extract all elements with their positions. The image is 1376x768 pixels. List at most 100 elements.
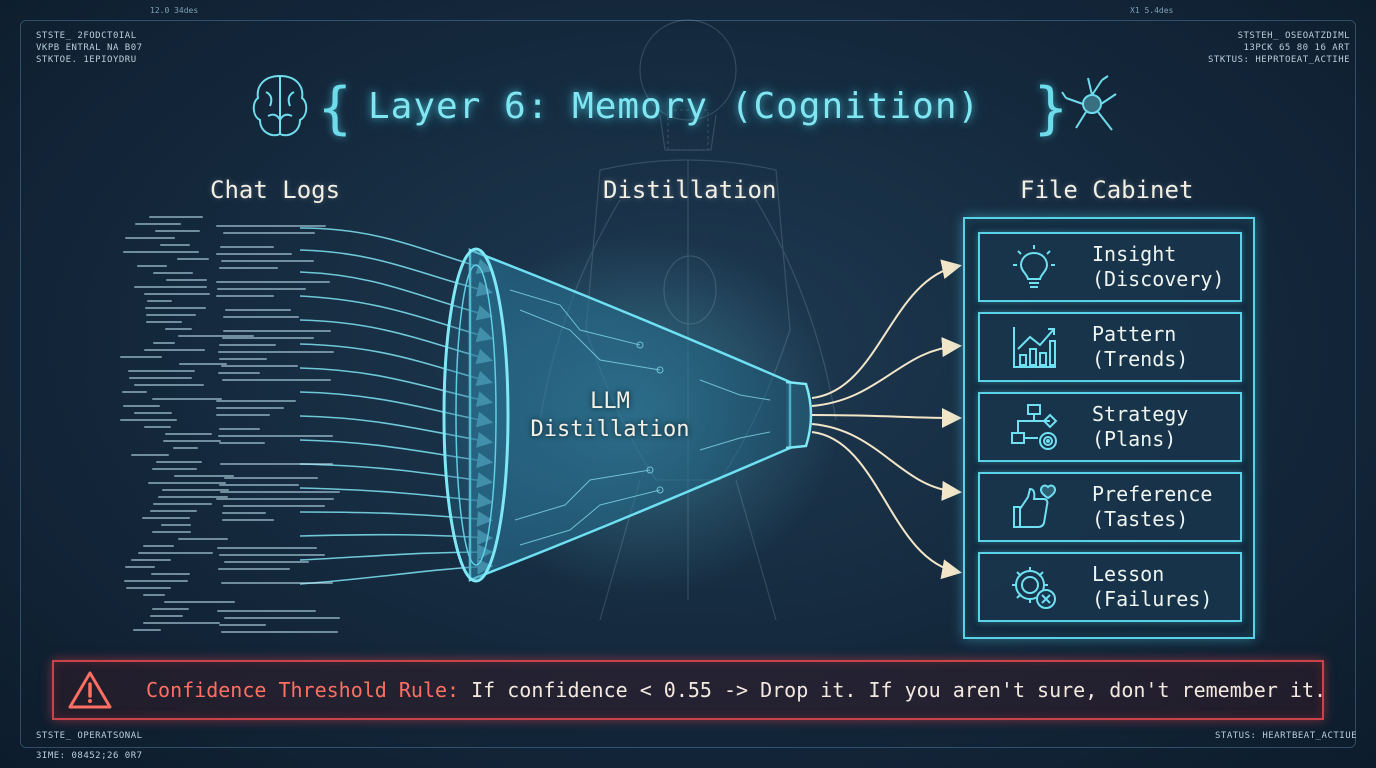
log-line <box>217 610 316 612</box>
log-line <box>217 547 317 549</box>
log-line <box>215 498 334 500</box>
log-line <box>163 601 235 603</box>
log-line <box>215 225 327 227</box>
log-line <box>144 307 206 309</box>
drawer-title: Preference <box>1092 482 1213 506</box>
log-line <box>220 491 340 493</box>
hud-top-left-readout: 12.0 34des <box>150 6 199 15</box>
log-line <box>122 391 148 393</box>
rule-text: Confidence Threshold Rule: If confidence… <box>146 678 1326 702</box>
file-cabinet: Insight (Discovery) Pattern (Trends) <box>963 217 1255 639</box>
log-line <box>152 398 223 400</box>
chat-logs-stream <box>120 212 350 633</box>
log-line <box>143 594 166 596</box>
log-line <box>220 582 333 584</box>
chart-icon <box>1013 327 1056 368</box>
log-line <box>217 568 290 570</box>
funnel-label-line1: LLM <box>590 389 630 414</box>
log-line <box>217 372 260 374</box>
log-line <box>173 475 234 477</box>
hud-top-right-readout: X1 5.4des <box>1130 6 1174 15</box>
drawer-subtitle: (Plans) <box>1092 427 1177 451</box>
log-line <box>222 330 332 332</box>
log-line <box>132 629 161 631</box>
drawer-title: Strategy <box>1092 402 1189 426</box>
log-line <box>220 260 315 262</box>
log-line <box>177 258 209 260</box>
log-line <box>179 363 227 365</box>
log-line <box>216 400 296 402</box>
drawer-subtitle: (Tastes) <box>1092 507 1189 531</box>
log-line <box>150 510 197 512</box>
log-line <box>223 316 300 318</box>
log-line <box>224 477 319 479</box>
log-line <box>219 484 299 486</box>
log-line <box>152 608 189 610</box>
log-line <box>120 356 162 358</box>
log-line <box>223 617 340 619</box>
distillation-funnel <box>440 235 840 595</box>
drawer-lesson[interactable]: Lesson (Failures) <box>978 552 1242 622</box>
log-line <box>120 419 178 421</box>
drawer-preference[interactable]: Preference (Tastes) <box>978 472 1242 542</box>
log-line <box>178 335 254 337</box>
section-label-distillation: Distillation <box>603 176 777 204</box>
log-line <box>123 251 200 253</box>
log-line <box>172 447 198 449</box>
drawer-pattern[interactable]: Pattern (Trends) <box>978 312 1242 382</box>
hud-bottom-left-time: 3IME: 08452;26 0R7 <box>36 751 143 761</box>
log-line <box>224 309 291 311</box>
drawer-title: Pattern <box>1092 322 1177 346</box>
log-line <box>160 524 191 526</box>
log-line <box>143 349 205 351</box>
log-line <box>153 503 213 505</box>
log-line <box>134 223 182 225</box>
hud-bottom-left: STSTE_ OPERATSONAL <box>36 731 143 741</box>
gear-error-icon <box>1012 567 1056 609</box>
log-line <box>151 531 191 533</box>
drawer-strategy[interactable]: Strategy (Plans) <box>978 392 1242 462</box>
rule-key: Confidence Threshold Rule: <box>146 678 460 702</box>
log-line <box>218 554 326 556</box>
title-row: { Layer 6: Memory (Cognition) } <box>0 76 1376 141</box>
log-line <box>146 321 183 323</box>
log-line <box>130 559 172 561</box>
log-line <box>217 351 335 353</box>
log-line <box>218 442 265 444</box>
log-line <box>160 244 190 246</box>
log-line <box>146 314 197 316</box>
log-line <box>219 246 274 248</box>
log-line <box>215 281 330 283</box>
log-line <box>222 337 314 339</box>
log-line <box>144 426 171 428</box>
drawer-title: Lesson <box>1092 562 1165 586</box>
log-line <box>156 461 203 463</box>
rule-body: If confidence < 0.55 -> Drop it. If you … <box>459 678 1327 702</box>
log-line <box>165 433 213 435</box>
log-line <box>220 463 333 465</box>
section-label-chat-logs: Chat Logs <box>210 176 341 204</box>
log-line <box>142 517 191 519</box>
log-line <box>147 300 173 302</box>
flowchart-icon <box>1011 404 1058 450</box>
log-line <box>127 370 196 372</box>
funnel-label-line2: Distillation <box>530 417 690 442</box>
left-brace-glyph: { <box>318 76 352 141</box>
log-line <box>218 435 333 437</box>
log-line <box>158 496 228 498</box>
log-line <box>219 267 279 269</box>
lightbulb-icon <box>1013 245 1055 288</box>
funnel-label: LLM Distillation <box>520 388 700 444</box>
log-line <box>216 414 270 416</box>
drawer-insight[interactable]: Insight (Discovery) <box>978 232 1242 302</box>
log-line <box>222 512 267 514</box>
log-line <box>162 489 230 491</box>
brain-icon <box>252 74 308 137</box>
thumbs-heart-icon <box>1013 484 1057 528</box>
log-line <box>220 365 299 367</box>
log-line <box>216 253 292 255</box>
log-line <box>177 538 229 540</box>
drawer-subtitle: (Failures) <box>1092 587 1213 611</box>
warning-icon <box>68 671 112 709</box>
